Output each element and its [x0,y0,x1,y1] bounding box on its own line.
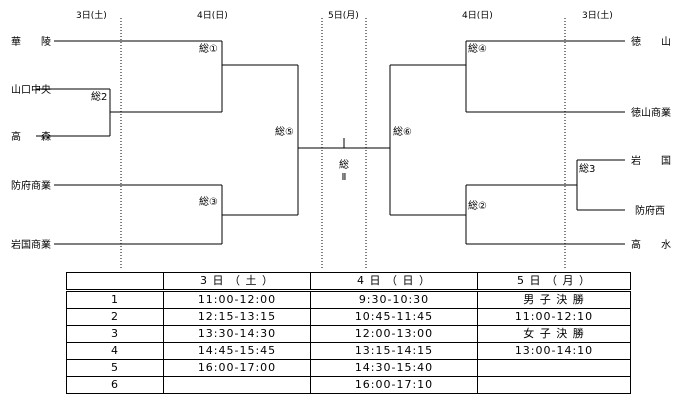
team-left-3: 高 森 [11,132,51,143]
schedule-cell-sat: 11:00-12:00 [163,290,311,309]
schedule-row: 1 11:00-12:00 9:30-10:30 男 子 決 勝 [66,290,631,309]
match-label-so6: 総⑥ [393,127,412,138]
schedule-cell-sun: 12:00-13:00 [310,325,478,343]
tournament-bracket [36,18,625,268]
schedule-cell-no: 6 [66,376,164,394]
schedule-cell-no: 2 [66,308,164,326]
schedule-cell-no: 1 [66,290,164,309]
match-label-so1: 総① [199,44,218,55]
schedule-header-blank [66,272,164,292]
team-right-1: 徳 山 [631,37,671,48]
schedule-header-mon: 5 日 （ 月 ） [477,272,631,292]
schedule-cell-sat: 13:30-14:30 [163,325,311,343]
schedule-cell-sat [163,376,311,394]
day-header-left-sun: 4日(日) [197,11,228,21]
schedule-cell-sun: 13:15-14:15 [310,342,478,360]
schedule-cell-no: 4 [66,342,164,360]
schedule-cell-sun: 9:30-10:30 [310,290,478,309]
schedule-cell-mon [477,376,631,394]
team-left-4: 防府商業 [11,181,51,192]
schedule-cell-no: 3 [66,325,164,343]
match-label-so5: 総⑤ [275,127,294,138]
match-label-so2-right: 総② [468,201,487,212]
match-label-so3-right: 総3 [579,164,596,175]
match-label-so3: 総③ [199,197,218,208]
schedule-row: 5 16:00-17:00 14:30-15:40 [66,359,631,377]
schedule-cell-mon: 11:00-12:10 [477,308,631,326]
schedule-row: 4 14:45-15:45 13:15-14:15 13:00-14:10 [66,342,631,360]
match-label-final: 総 Ⅱ [339,160,349,183]
schedule-cell-sat: 14:45-15:45 [163,342,311,360]
schedule-table: 3 日 （ 土 ） 4 日 （ 日 ） 5 日 （ 月 ） 1 11:00-12… [66,272,631,394]
day-header-mon: 5日(月) [328,11,359,21]
schedule-cell-sun: 14:30-15:40 [310,359,478,377]
day-header-right-sun: 4日(日) [462,11,493,21]
schedule-header-sun: 4 日 （ 日 ） [310,272,478,292]
schedule-cell-no: 5 [66,359,164,377]
team-right-2: 徳山商業 [631,108,671,119]
team-left-5: 岩国商業 [11,240,51,251]
schedule-header-row: 3 日 （ 土 ） 4 日 （ 日 ） 5 日 （ 月 ） [66,272,631,292]
match-label-so4: 総④ [468,44,487,55]
schedule-cell-sat: 12:15-13:15 [163,308,311,326]
schedule-row: 2 12:15-13:15 10:45-11:45 11:00-12:10 [66,308,631,326]
day-header-left-sat: 3日(土) [76,11,107,21]
day-header-right-sat: 3日(土) [582,11,613,21]
schedule-cell-mon [477,359,631,377]
schedule-cell-sun: 10:45-11:45 [310,308,478,326]
schedule-header-sat: 3 日 （ 土 ） [163,272,311,292]
team-left-1: 華 陵 [11,37,51,48]
schedule-cell-mon: 男 子 決 勝 [477,290,631,309]
schedule-cell-sat: 16:00-17:00 [163,359,311,377]
schedule-cell-mon: 女 子 決 勝 [477,325,631,343]
schedule-row: 3 13:30-14:30 12:00-13:00 女 子 決 勝 [66,325,631,343]
schedule-row: 6 16:00-17:10 [66,376,631,394]
team-left-2: 山口中央 [11,85,51,96]
team-right-5: 高 水 [631,240,671,251]
schedule-cell-mon: 13:00-14:10 [477,342,631,360]
match-label-so2-left: 総2 [91,92,108,103]
team-right-3: 岩 国 [631,156,671,167]
schedule-cell-sun: 16:00-17:10 [310,376,478,394]
team-right-4: 防府西 [635,206,665,217]
